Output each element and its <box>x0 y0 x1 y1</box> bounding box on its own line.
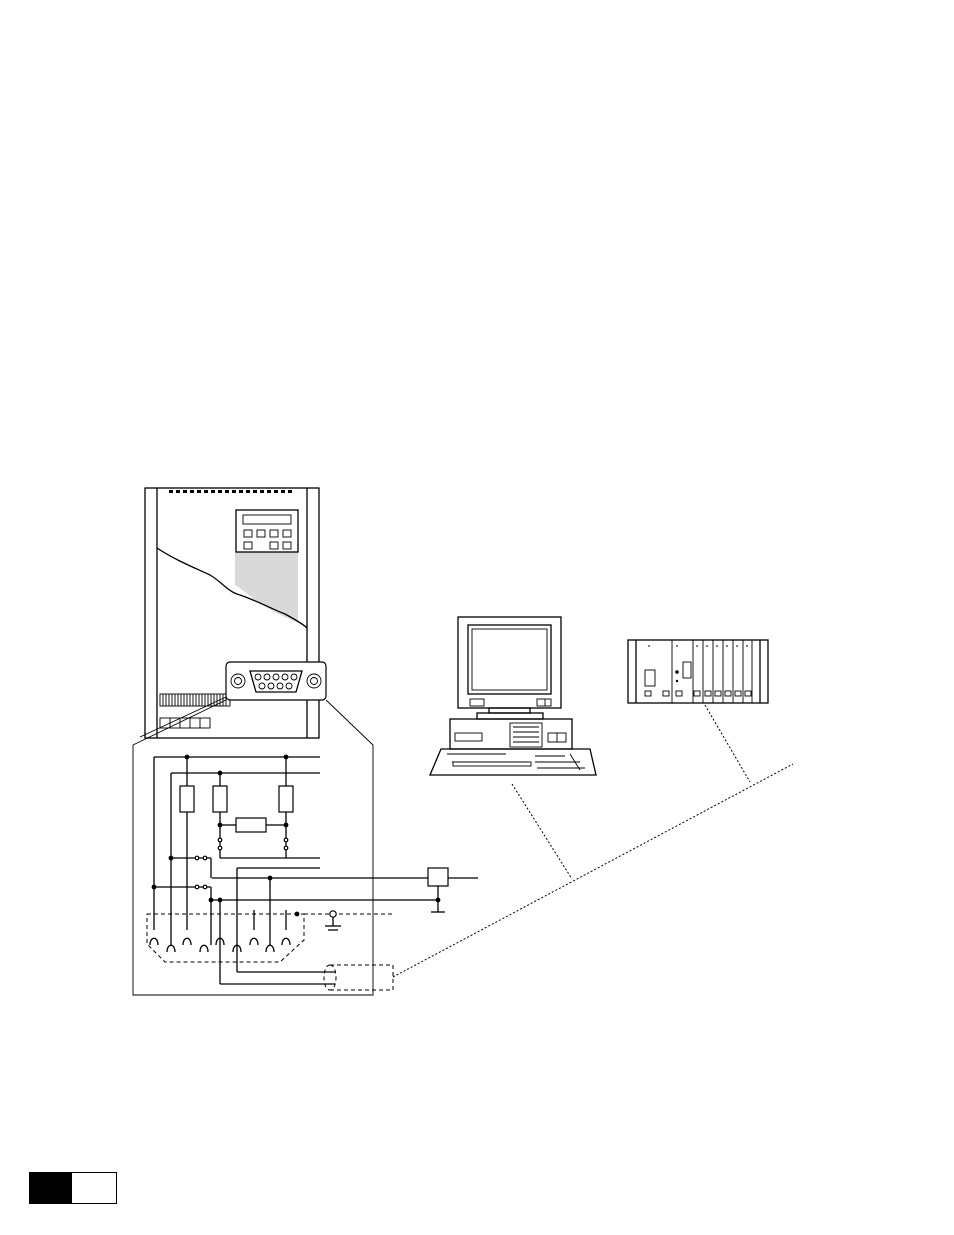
page-tab <box>29 1172 117 1204</box>
page-tab-black <box>30 1173 72 1203</box>
drive-unit <box>145 488 326 738</box>
cable-shield <box>324 965 393 990</box>
computer-icon <box>430 617 596 775</box>
wiring-detail <box>133 697 478 995</box>
network-cables <box>393 705 793 977</box>
page-tab-white <box>72 1173 116 1203</box>
connector-icon <box>226 662 326 700</box>
keypad <box>236 510 298 552</box>
plc-rack-icon <box>628 640 768 703</box>
vent-holes <box>169 490 292 493</box>
